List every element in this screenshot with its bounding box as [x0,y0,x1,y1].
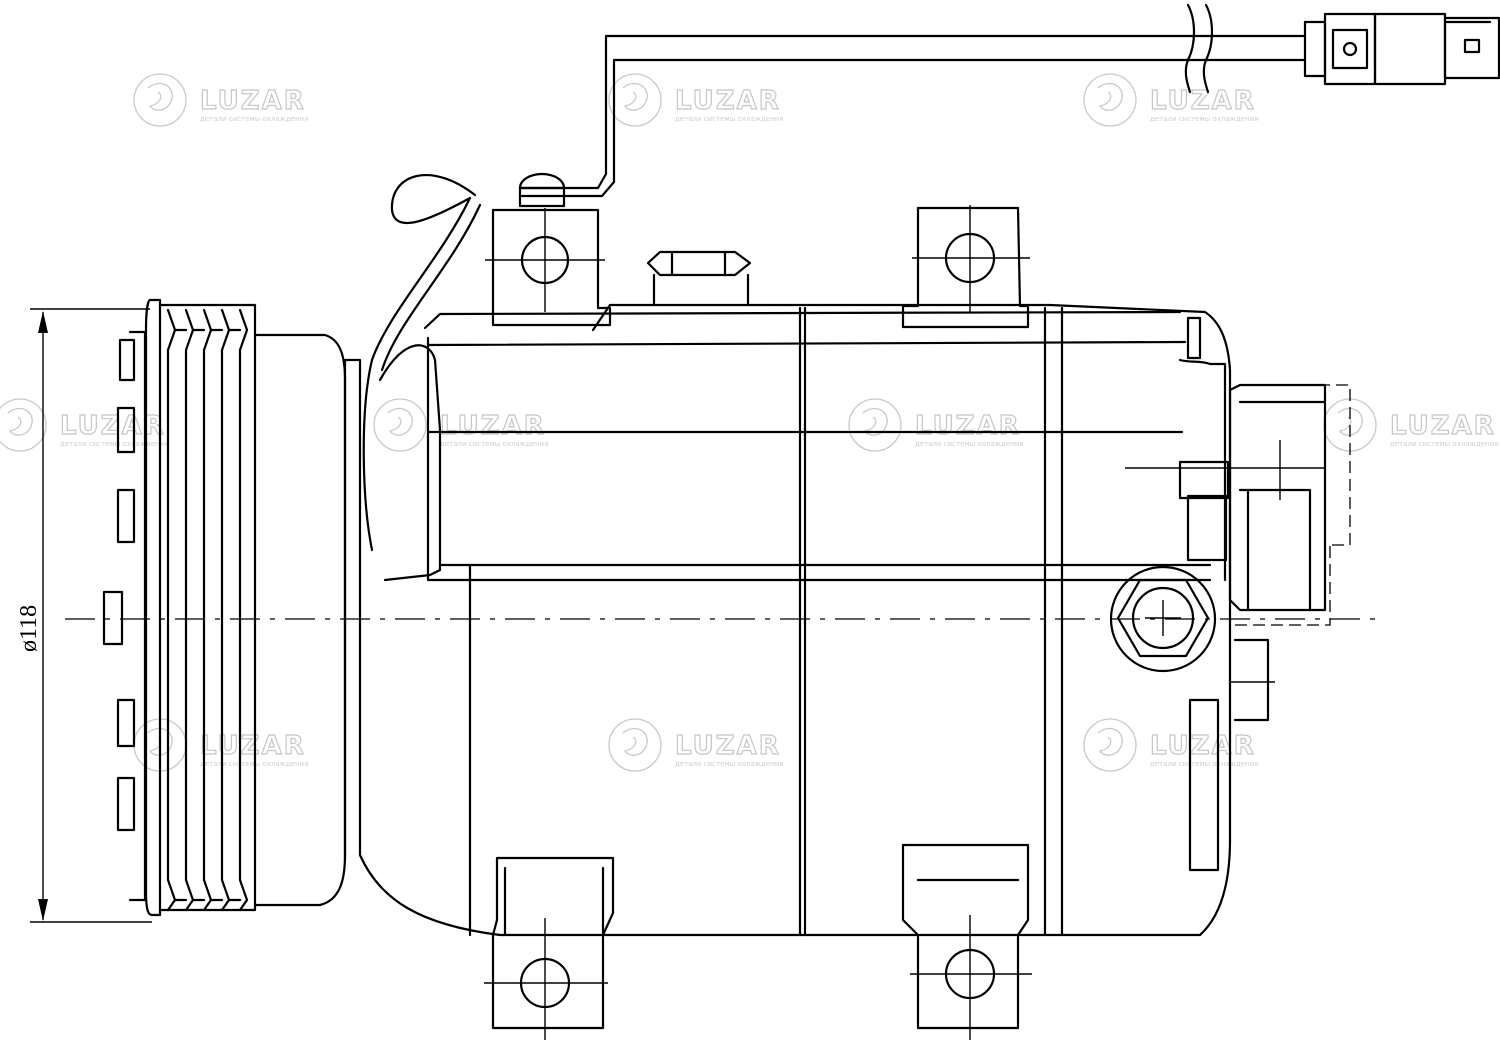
luzar-watermark-brand: LUZAR [200,731,306,761]
luzar-watermark-tagline: детали системы охлаждения [200,115,308,123]
top-left-mounting-ear [485,208,612,327]
diameter-dimension [30,308,152,923]
luzar-watermark-tagline: детали системы охлаждения [1390,440,1498,448]
top-right-mounting-ear [901,205,1030,329]
luzar-logo-icon [1083,718,1137,772]
electrical-connector [1303,12,1500,86]
compressor-body [343,303,1232,937]
luzar-logo-icon [373,398,427,452]
luzar-watermark-brand: LUZAR [675,731,781,761]
luzar-watermark-brand: LUZAR [60,411,166,441]
luzar-watermark-brand: LUZAR [675,86,781,116]
luzar-logo-icon [848,398,902,452]
luzar-watermark-tagline: детали системы охлаждения [915,440,1023,448]
luzar-logo-mark [622,727,648,756]
luzar-logo-mark [147,82,173,111]
luzar-logo-mark [1337,407,1363,436]
luzar-logo-icon [1083,73,1137,127]
diameter-label: ø118 [16,605,42,652]
luzar-watermark-brand: LUZAR [200,86,306,116]
luzar-watermark-brand: LUZAR [915,411,1021,441]
luzar-watermark-tagline: детали системы охлаждения [440,440,548,448]
luzar-logo-icon [133,73,187,127]
oil-plug [646,250,752,307]
luzar-watermark-brand: LUZAR [1150,86,1256,116]
wire-loop [362,172,566,552]
luzar-watermark-tagline: детали системы охлаждения [675,115,783,123]
luzar-watermark-tagline: детали системы охлаждения [1150,115,1258,123]
luzar-watermark-brand: LUZAR [440,411,546,441]
luzar-watermark-tagline: детали системы охлаждения [1150,760,1258,768]
luzar-watermark-tagline: детали системы охлаждения [675,760,783,768]
luzar-logo-mark [622,82,648,111]
luzar-logo-mark [1097,727,1123,756]
luzar-logo-mark [862,407,888,436]
luzar-watermark-brand: LUZAR [1390,411,1496,441]
pulley-clutch [102,298,347,917]
rear-service-fittings [1125,383,1351,872]
wire-harness [520,3,1307,198]
bottom-right-mounting-ear [901,843,1032,1040]
luzar-logo-mark [1097,82,1123,111]
luzar-logo-mark [7,407,33,436]
bottom-left-mounting-ear [484,856,615,1040]
luzar-logo-mark [387,407,413,436]
luzar-logo-icon [0,398,47,452]
luzar-watermark-brand: LUZAR [1150,731,1256,761]
luzar-logo-icon [608,718,662,772]
luzar-watermark-tagline: детали системы охлаждения [60,440,168,448]
luzar-logo-icon [608,73,662,127]
